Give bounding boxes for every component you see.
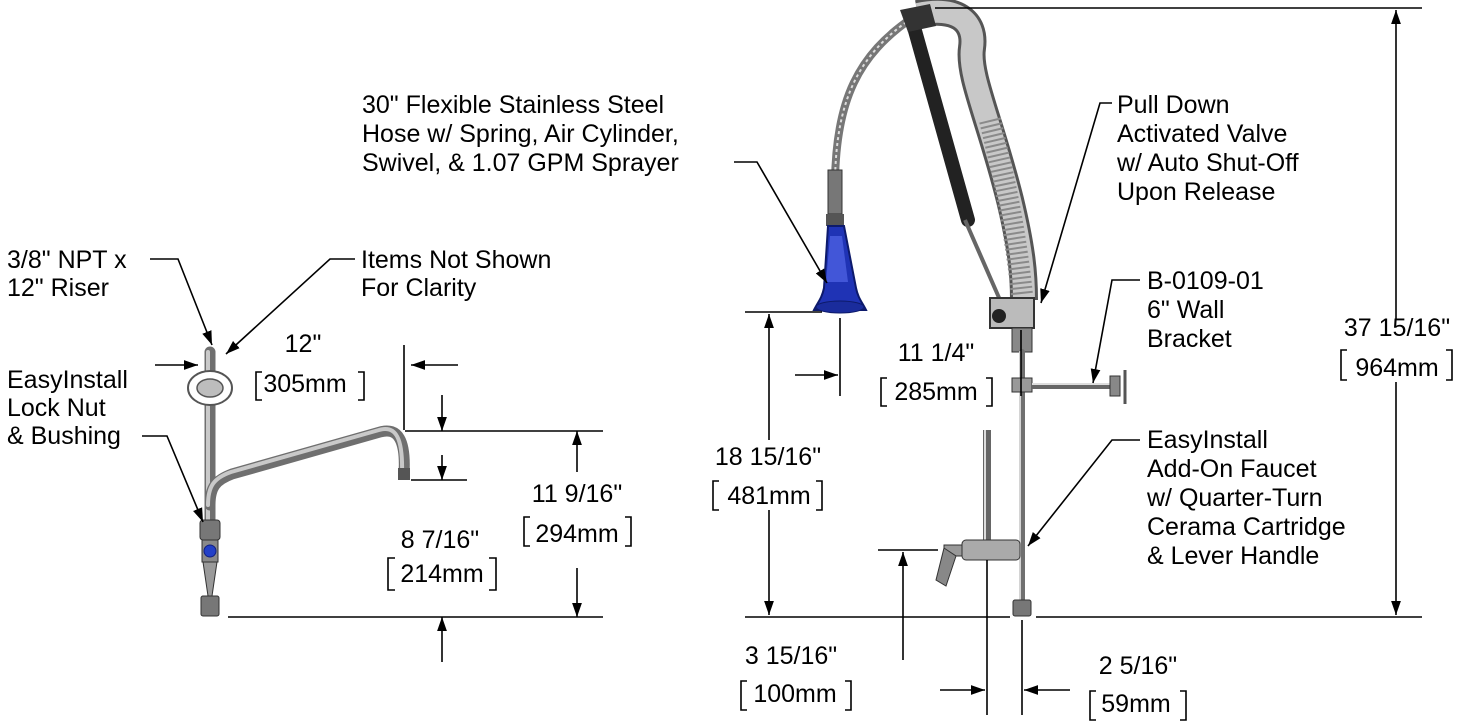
dim-sprayer-height-metric: 481mm: [727, 482, 810, 510]
dim-sprayer-height: 18 15/16" 481mm: [712, 311, 1010, 618]
dim-spout-reach: 12" 305mm: [155, 330, 458, 430]
dim-addon-height-metric: 100mm: [753, 680, 836, 708]
dim-total-height-imperial: 11 9/16": [532, 480, 622, 508]
dim-spout-height-imperial: 8 7/16": [401, 526, 479, 554]
dim-spout-reach-imperial: 12": [285, 330, 322, 358]
dim-total-height: 11 9/16" 294mm: [523, 431, 632, 617]
dim-spout-height-metric: 214mm: [400, 560, 483, 588]
dim-addon-height-imperial: 3 15/16": [745, 642, 837, 670]
dim-sprayer-height-imperial: 18 15/16": [715, 443, 821, 471]
right-prerinse-illustration: [812, 0, 1127, 617]
dim-total-height-metric: 294mm: [535, 520, 618, 548]
dim-addon-offset-imperial: 2 5/16": [1099, 652, 1177, 680]
dim-sprayer-reach: 11 1/4" 285mm: [795, 318, 1022, 407]
dim-sprayer-reach-imperial: 11 1/4": [898, 339, 975, 367]
dim-spout-height: 8 7/16" 214mm: [228, 395, 603, 662]
dim-overall-height-metric: 964mm: [1355, 354, 1438, 382]
left-faucet-illustration: [187, 346, 410, 617]
dim-sprayer-reach-metric: 285mm: [894, 378, 977, 406]
dim-spout-reach-metric: 305mm: [263, 370, 346, 398]
dim-addon-offset: 2 5/16" 59mm: [940, 560, 1187, 721]
dim-overall-height-imperial: 37 15/16": [1344, 314, 1450, 342]
dim-overall-height: 37 15/16" 964mm: [935, 7, 1453, 618]
dim-addon-height: 3 15/16" 100mm: [740, 549, 938, 711]
dim-addon-offset-metric: 59mm: [1101, 690, 1170, 718]
